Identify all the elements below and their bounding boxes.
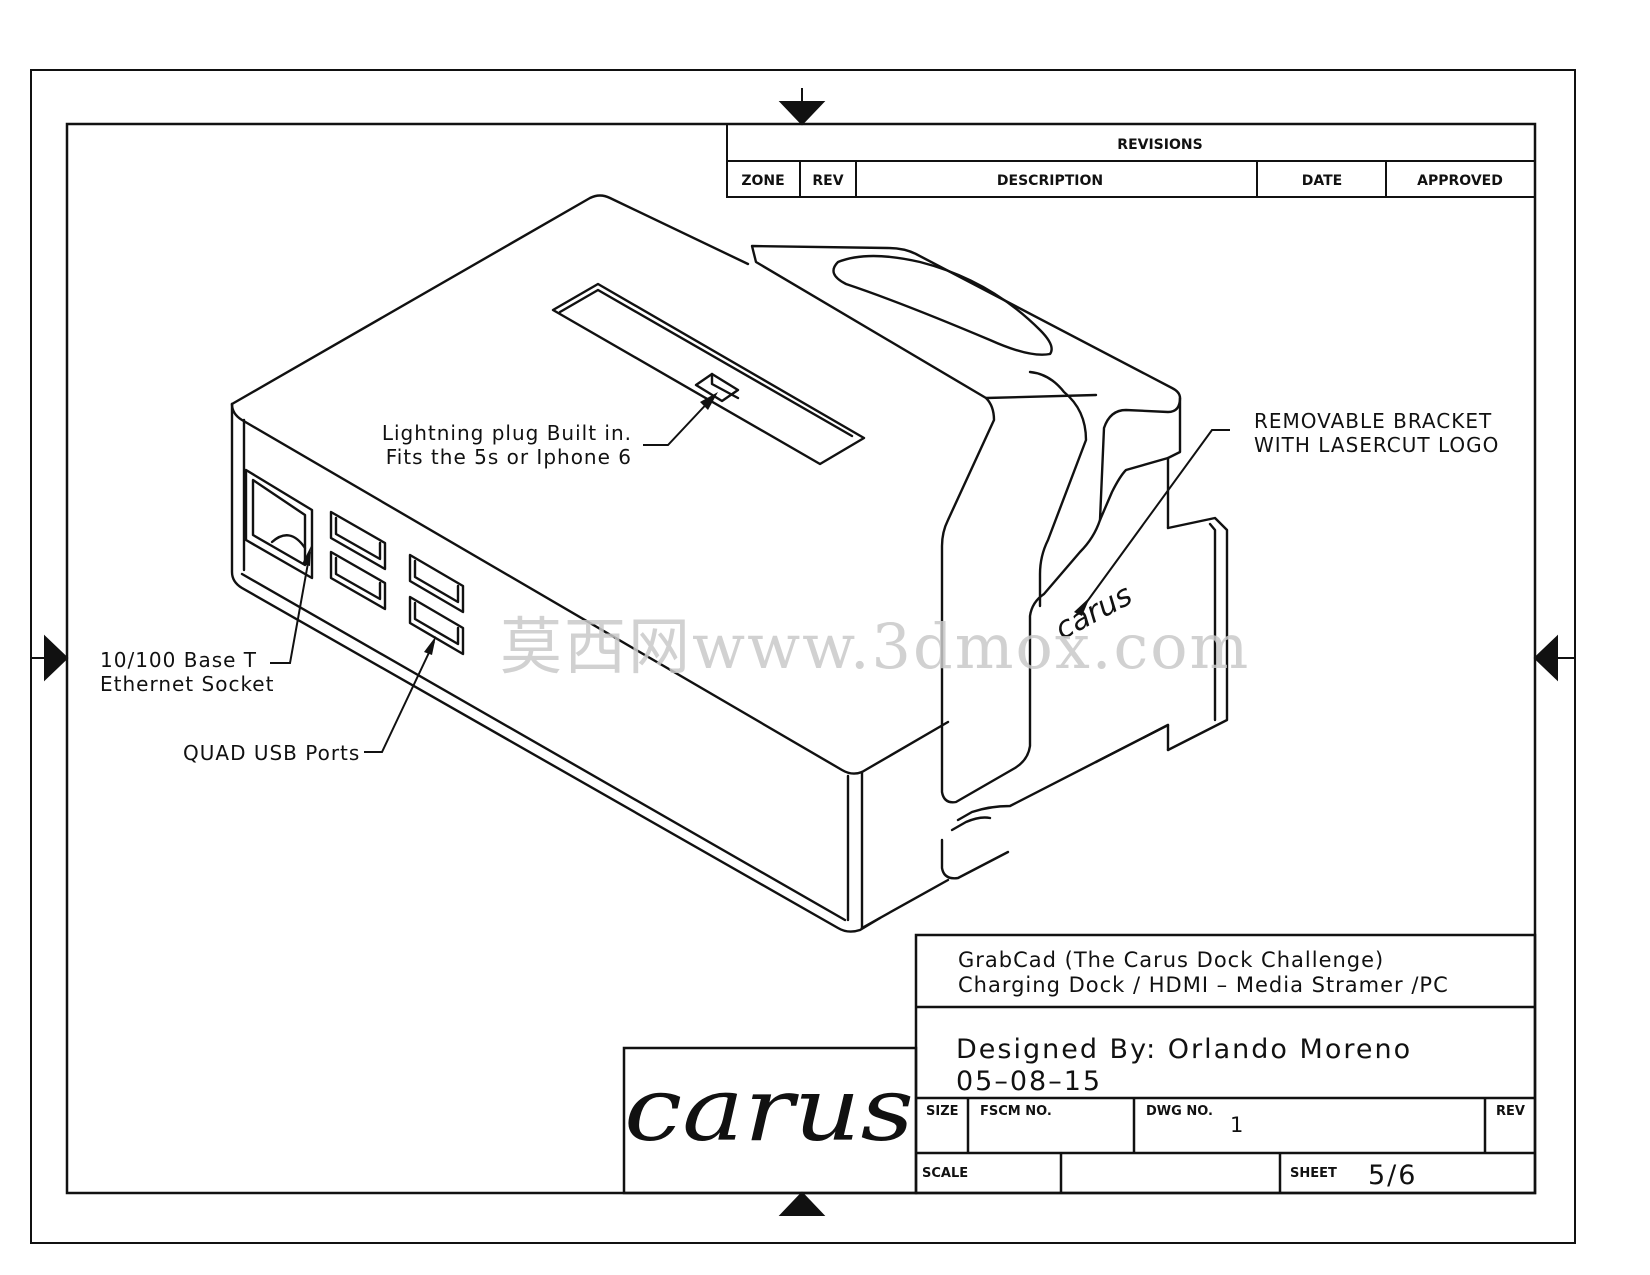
dwg-label: DWG NO. bbox=[1146, 1104, 1213, 1119]
lightning-callout-line1: Lightning plug Built in. bbox=[382, 421, 632, 445]
designed-by: Designed By: Orlando Moreno bbox=[956, 1034, 1412, 1065]
leader-lines bbox=[270, 395, 1230, 753]
title-block bbox=[622, 933, 1537, 1195]
ethernet-socket bbox=[244, 468, 314, 580]
carus-logo: carus bbox=[624, 1058, 914, 1161]
ethernet-callout-line1: 10/100 Base T bbox=[100, 648, 257, 672]
rev-col-approved: APPROVED bbox=[1417, 173, 1503, 189]
ethernet-callout-line2: Ethernet Socket bbox=[100, 672, 274, 696]
lightning-leader bbox=[643, 395, 715, 446]
center-marks bbox=[31, 88, 1575, 1216]
rev-col-zone: ZONE bbox=[741, 173, 784, 189]
watermark: 莫西网www.3dmox.com bbox=[500, 610, 1250, 683]
base-rear-block bbox=[1166, 516, 1229, 752]
title-line-2: Charging Dock / HDMI – Media Stramer /PC bbox=[958, 973, 1449, 997]
outer-border bbox=[30, 69, 1576, 1244]
dock-isometric-drawing bbox=[230, 194, 1229, 933]
phone-slot bbox=[551, 282, 866, 466]
revisions-table bbox=[726, 123, 1536, 198]
left-center-arrow bbox=[44, 634, 69, 682]
right-center-arrow bbox=[1533, 634, 1558, 682]
dock-right-face bbox=[860, 720, 950, 930]
usb-callout: QUAD USB Ports bbox=[183, 741, 360, 765]
sheet-label: SHEET bbox=[1290, 1166, 1337, 1181]
usb-ports bbox=[329, 510, 465, 656]
design-date: 05–08–15 bbox=[956, 1066, 1102, 1097]
bracket-lower-foot bbox=[940, 723, 1170, 880]
size-label: SIZE bbox=[926, 1104, 959, 1119]
bracket-leader bbox=[1085, 429, 1230, 604]
dock-top-outline bbox=[230, 194, 750, 406]
bracket-callout-line1: REMOVABLE BRACKET bbox=[1254, 409, 1492, 433]
logo-box bbox=[622, 1046, 918, 1195]
revisions-title: REVISIONS bbox=[1117, 137, 1202, 153]
fscm-label: FSCM NO. bbox=[980, 1104, 1052, 1119]
sheet-value: 5/6 bbox=[1368, 1160, 1417, 1191]
dwg-value: 1 bbox=[1230, 1113, 1244, 1137]
lightning-callout-line2: Fits the 5s or Iphone 6 bbox=[386, 445, 632, 469]
title-line-1: GrabCad (The Carus Dock Challenge) bbox=[958, 948, 1384, 972]
bracket-callout-line2: WITH LASERCUT LOGO bbox=[1254, 433, 1499, 457]
scale-label: SCALE bbox=[922, 1166, 968, 1181]
base-rear-edge bbox=[1208, 522, 1217, 722]
rev-col-rev: REV bbox=[812, 173, 843, 189]
bottom-center-arrow bbox=[778, 1191, 826, 1216]
rev-label: REV bbox=[1496, 1104, 1525, 1119]
bracket-cutout bbox=[832, 254, 1053, 356]
rev-col-description: DESCRIPTION bbox=[997, 173, 1103, 189]
top-center-arrow bbox=[778, 101, 826, 126]
removable-bracket bbox=[750, 244, 1182, 804]
leader-arrowheads bbox=[302, 392, 1090, 655]
ethernet-leader bbox=[270, 551, 311, 664]
usb-leader bbox=[364, 641, 435, 753]
rev-col-date: DATE bbox=[1302, 173, 1342, 189]
dock-front-face bbox=[230, 402, 882, 933]
